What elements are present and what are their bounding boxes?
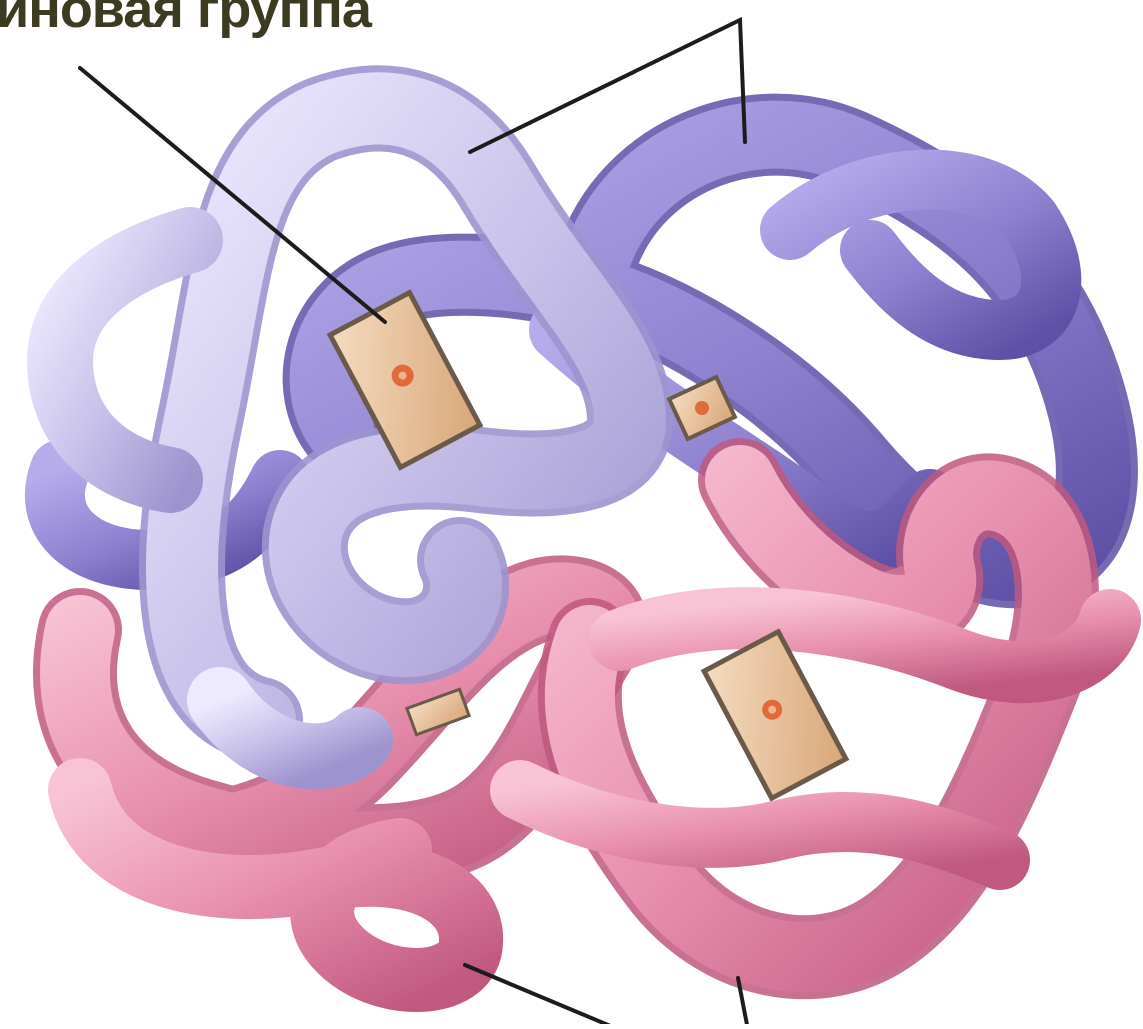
leader-line-bottom-left [465, 965, 620, 1024]
heme-group-bottom-right [704, 632, 846, 799]
pink-right-bottom [520, 790, 1000, 860]
caption-heme-group: иновая группа [0, 0, 371, 36]
